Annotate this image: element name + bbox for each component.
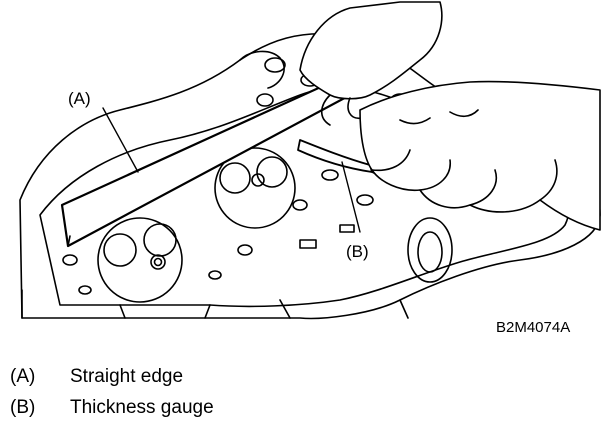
legend-key: (A)	[10, 366, 36, 387]
figure-code: B2M4074A	[496, 319, 570, 336]
legend-text: Thickness gauge	[70, 397, 214, 418]
straight-edge-face	[67, 235, 71, 247]
cylinder-head-illustration: (A) (B) B2M4074A	[19, 1, 601, 336]
bolt-hole	[256, 93, 274, 107]
leader-line-b	[341, 161, 361, 233]
coolant-passage	[321, 169, 339, 181]
left-hand-finger	[320, 94, 363, 126]
legend-row-b: (B) Thickness gauge	[10, 393, 600, 424]
combustion-chamber-1	[97, 217, 183, 303]
spark-plug-hole	[150, 254, 166, 270]
right-hand-finger	[371, 149, 558, 206]
oil-passage	[299, 239, 317, 249]
left-hand	[299, 1, 443, 100]
legend-row-a: (A) Straight edge	[10, 362, 600, 393]
coolant-passage	[237, 244, 253, 256]
head-front-face	[21, 289, 409, 319]
leader-line-a	[102, 107, 139, 173]
valve-seat	[143, 223, 177, 257]
head-casting-detail	[239, 50, 285, 89]
callout-b: (B)	[346, 242, 369, 261]
coolant-passage	[78, 285, 92, 295]
exhaust-port	[407, 217, 453, 283]
legend: (A) Straight edge (B) Thickness gauge	[10, 362, 600, 424]
right-hand-knuckle	[399, 109, 479, 125]
oil-passage	[339, 224, 355, 233]
bolt-hole	[264, 57, 286, 73]
legend-text: Straight edge	[70, 366, 184, 387]
coolant-passage	[62, 254, 78, 266]
spark-plug-hole-thread	[153, 257, 163, 267]
coolant-passage	[292, 199, 308, 211]
valve-seat	[219, 162, 251, 194]
valve-seat	[256, 156, 288, 188]
callout-a: (A)	[68, 89, 91, 108]
coolant-passage	[356, 194, 374, 206]
legend-key: (B)	[10, 397, 36, 418]
coolant-passage	[208, 270, 222, 280]
right-hand	[359, 80, 601, 231]
valve-seat	[103, 233, 137, 267]
combustion-chamber-2	[214, 147, 296, 229]
thickness-gauge	[297, 139, 373, 173]
exhaust-port-inner	[417, 231, 443, 273]
spark-plug-hole	[251, 173, 265, 187]
